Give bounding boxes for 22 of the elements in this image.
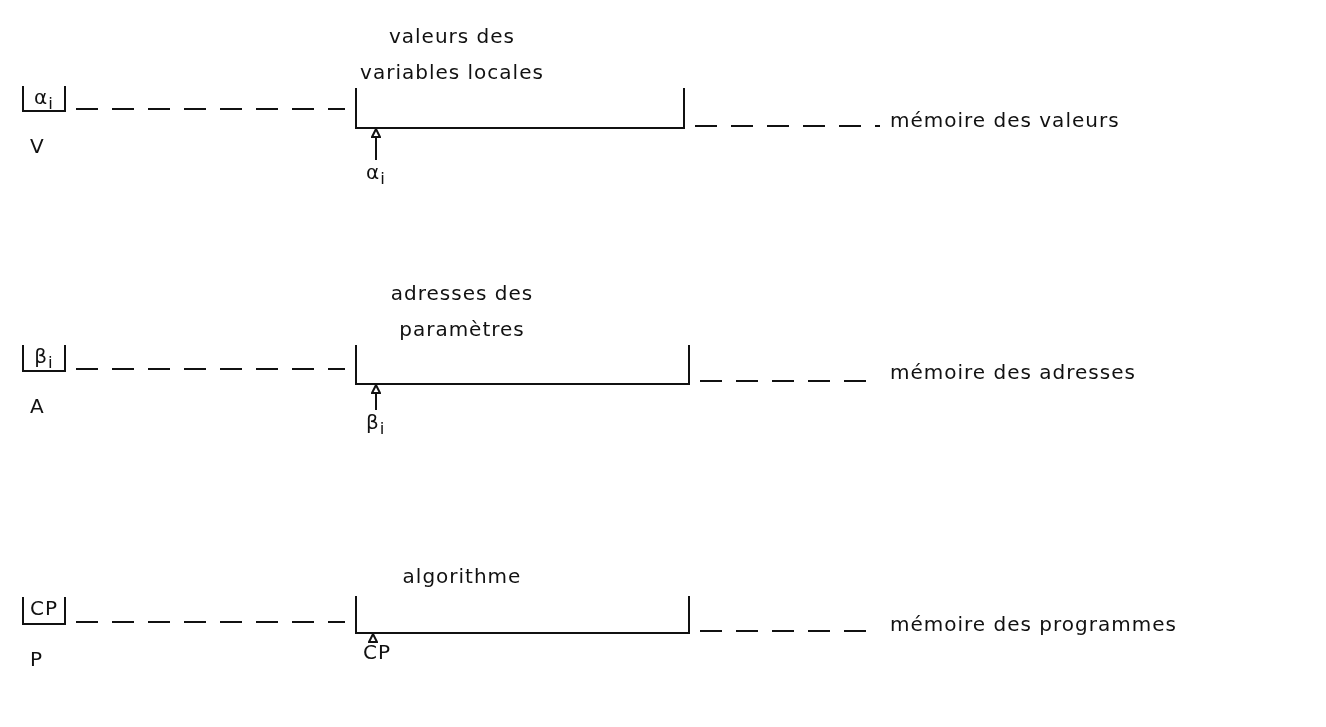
register-name: P — [30, 647, 44, 671]
register-box: CP — [22, 597, 66, 625]
memory-name: mémoire des programmes — [890, 612, 1177, 636]
dashed-connector — [694, 125, 881, 127]
pointer-arrow — [371, 384, 381, 411]
pointer-label: β$_{i}$ — [366, 410, 386, 434]
register-name: V — [30, 134, 45, 158]
pointer-arrow — [371, 128, 381, 161]
pointer-label: CP — [363, 640, 392, 664]
dashed-connector — [75, 368, 346, 370]
memory-name: mémoire des adresses — [890, 360, 1136, 384]
memory-heading: algorithme — [401, 563, 523, 590]
dashed-connector — [75, 108, 346, 110]
pointer-label: α$_{i}$ — [366, 160, 386, 184]
memory-name: mémoire des valeurs — [890, 108, 1120, 132]
pointer-arrow — [368, 633, 378, 643]
register-box: β$_{i}$ — [22, 345, 66, 372]
register-name: A — [30, 394, 45, 418]
memory-heading: valeurs des variables locales — [359, 23, 545, 86]
register-box: α$_{i}$ — [22, 86, 66, 112]
memory-heading: adresses des paramètres — [389, 280, 535, 343]
dashed-connector — [75, 621, 346, 623]
